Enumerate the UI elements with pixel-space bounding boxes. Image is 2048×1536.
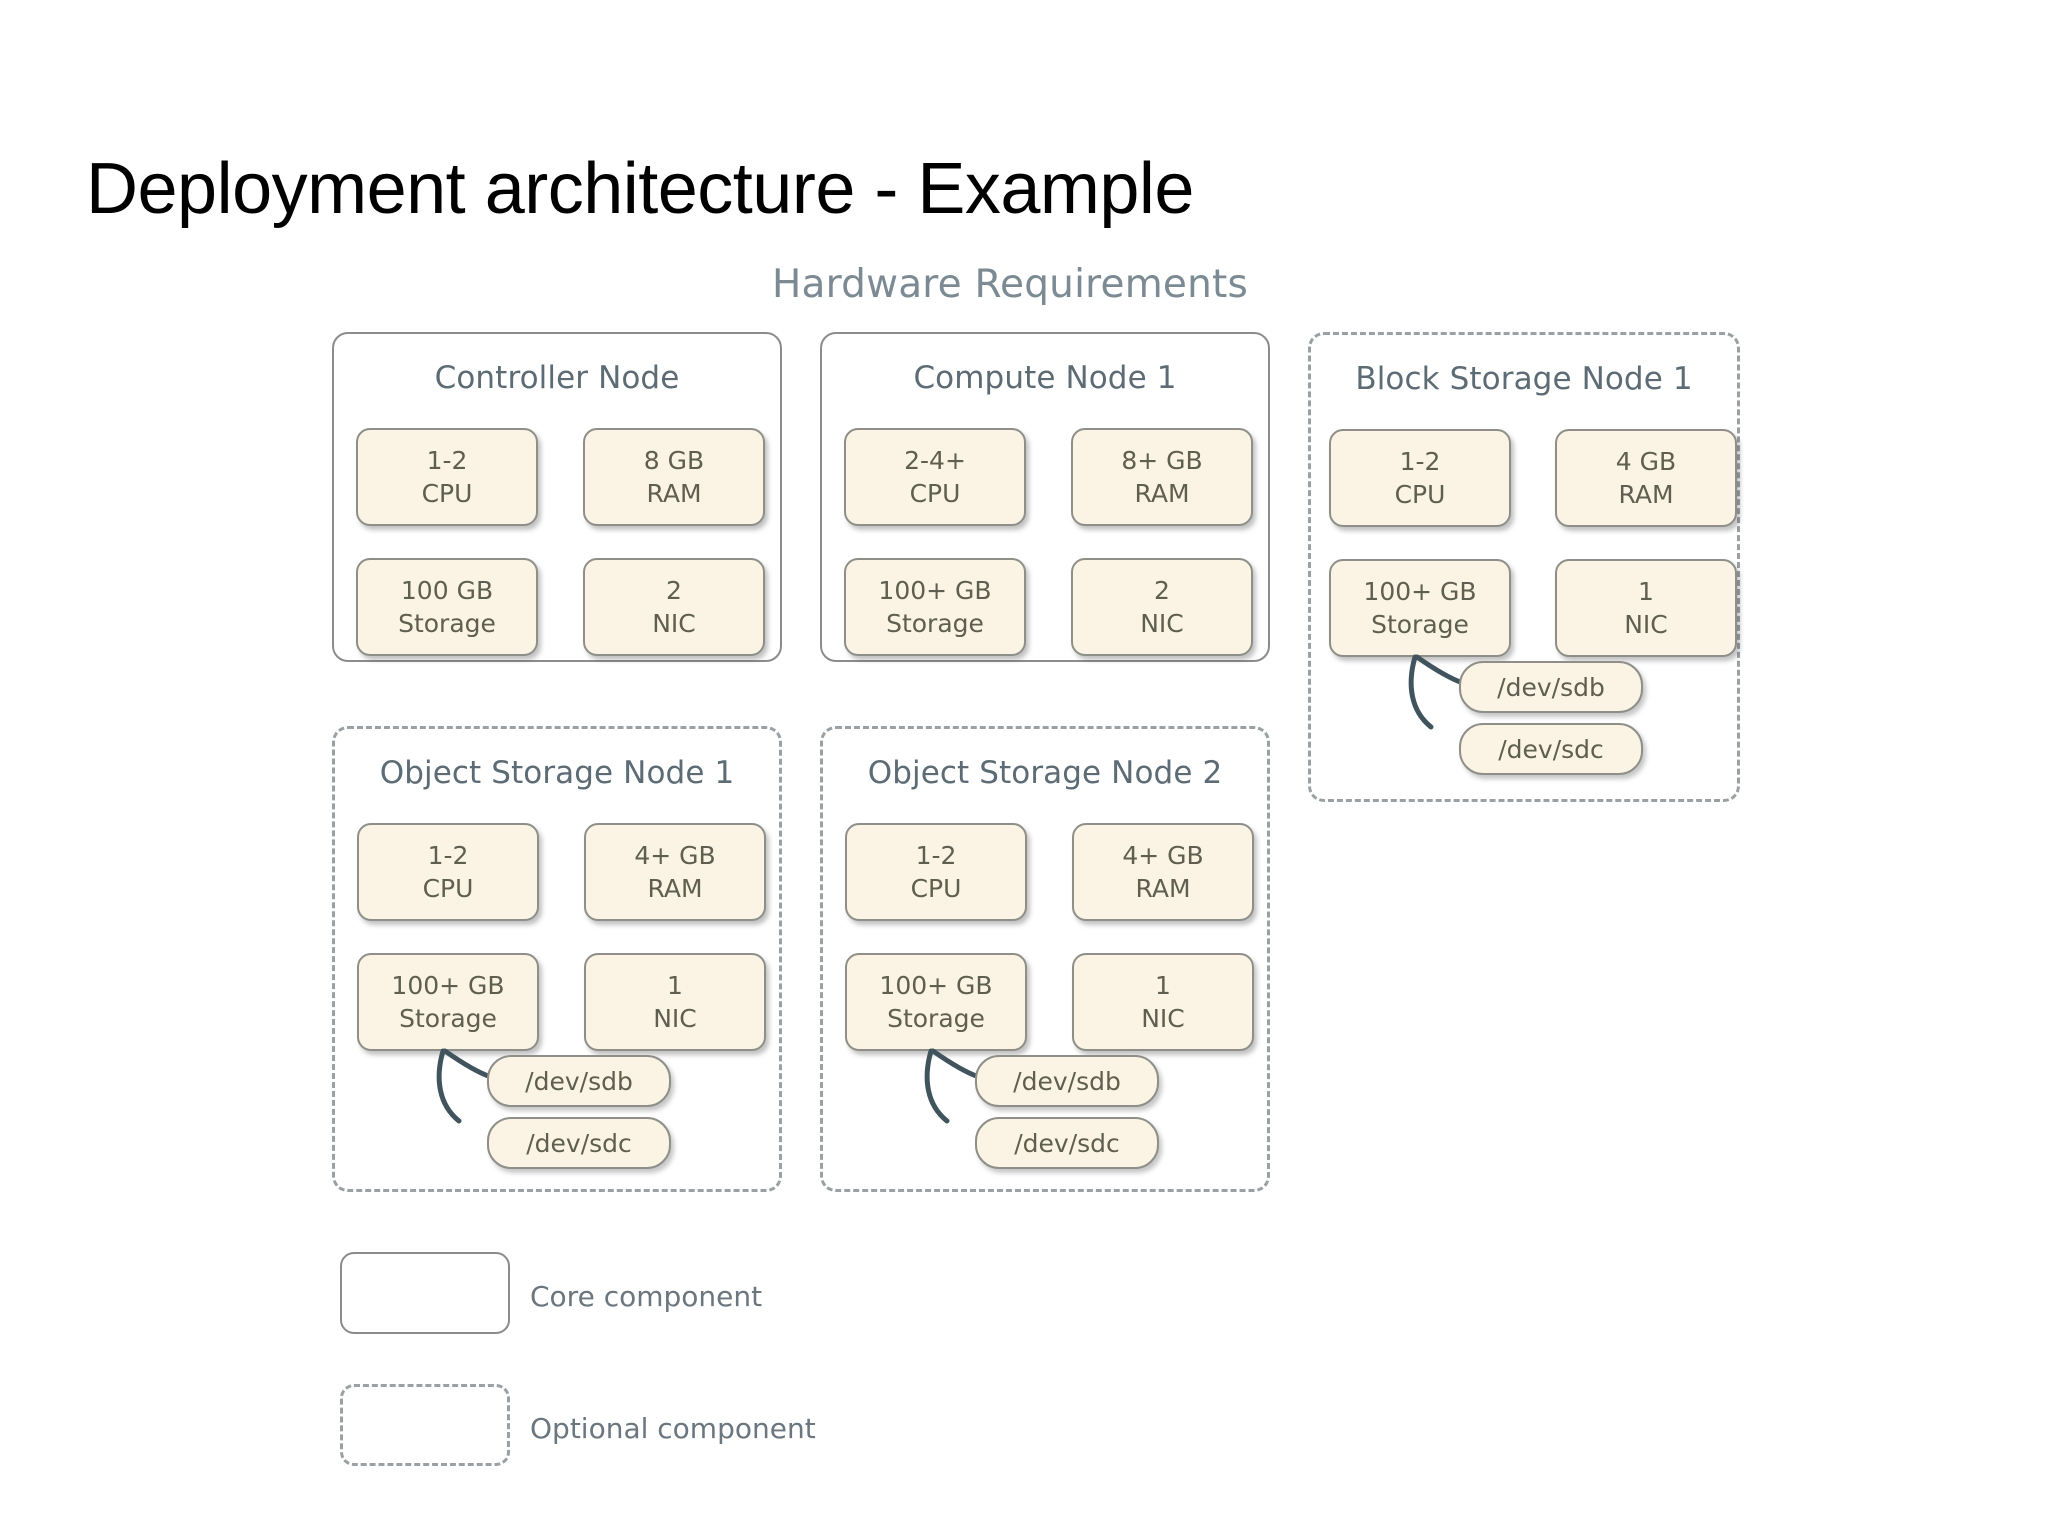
spec-chip-storage: 100 GB Storage	[356, 558, 538, 656]
page-title: Deployment architecture - Example	[86, 149, 1194, 229]
spec-chip-ram: 4+ GB RAM	[584, 823, 766, 921]
spec-label: CPU	[909, 479, 961, 508]
spec-value: 100 GB	[400, 576, 494, 605]
spec-label: Storage	[399, 1004, 497, 1033]
spec-value: 1-2	[426, 446, 468, 475]
node-object-storage-node-2[interactable]: Object Storage Node 2 1-2 CPU 4+ GB RAM …	[820, 726, 1270, 1192]
spec-value: 1-2	[427, 841, 469, 870]
spec-chip-storage: 100+ GB Storage	[357, 953, 539, 1051]
node-title-controller-node: Controller Node	[434, 360, 680, 396]
spec-label: CPU	[910, 874, 962, 903]
spec-chip-nic: 1 NIC	[1555, 559, 1737, 657]
legend-label-optional: Optional component	[530, 1412, 816, 1445]
device-pill-label: /dev/sdc	[526, 1128, 632, 1158]
node-title-object-storage-node-2: Object Storage Node 2	[867, 755, 1223, 791]
spec-chip-ram: 8 GB RAM	[583, 428, 765, 526]
spec-label: NIC	[1141, 1004, 1185, 1033]
node-title-object-storage-node-1: Object Storage Node 1	[379, 755, 735, 791]
spec-label: Storage	[1371, 610, 1469, 639]
spec-chip-ram: 8+ GB RAM	[1071, 428, 1253, 526]
spec-value: 1	[667, 971, 683, 1000]
spec-label: Storage	[887, 1004, 985, 1033]
spec-chip-ram: 4 GB RAM	[1555, 429, 1737, 527]
node-block-storage-node-1[interactable]: Block Storage Node 1 1-2 CPU 4 GB RAM 10…	[1308, 332, 1740, 802]
spec-chip-nic: 1 NIC	[1072, 953, 1254, 1051]
spec-label: CPU	[1394, 480, 1446, 509]
spec-label: Storage	[886, 609, 984, 638]
node-title-compute-node-1: Compute Node 1	[913, 360, 1177, 396]
spec-value: 4+ GB	[634, 841, 716, 870]
node-object-storage-node-1[interactable]: Object Storage Node 1 1-2 CPU 4+ GB RAM …	[332, 726, 782, 1192]
spec-label: RAM	[1135, 874, 1191, 903]
spec-label: RAM	[1618, 480, 1674, 509]
spec-chip-storage: 100+ GB Storage	[1329, 559, 1511, 657]
spec-value: 8 GB	[643, 446, 705, 475]
diagram-subtitle: Hardware Requirements	[0, 262, 2048, 307]
device-pill-label: /dev/sdb	[1013, 1066, 1121, 1096]
spec-chip-storage: 100+ GB Storage	[845, 953, 1027, 1051]
spec-value: 100+ GB	[391, 971, 505, 1000]
device-pill-sdb: /dev/sdb	[487, 1055, 671, 1107]
spec-value: 2	[1154, 576, 1170, 605]
spec-label: RAM	[1134, 479, 1190, 508]
spec-label: Storage	[398, 609, 496, 638]
spec-chip-cpu: 1-2 CPU	[845, 823, 1027, 921]
node-controller-node[interactable]: Controller Node 1-2 CPU 8 GB RAM 100 GB …	[332, 332, 782, 662]
spec-value: 100+ GB	[879, 971, 993, 1000]
spec-value: 1	[1638, 577, 1654, 606]
spec-label: NIC	[1624, 610, 1668, 639]
spec-label: NIC	[652, 609, 696, 638]
device-pill-sdb: /dev/sdb	[975, 1055, 1159, 1107]
device-pill-label: /dev/sdc	[1498, 734, 1604, 764]
device-pill-sdc: /dev/sdc	[975, 1117, 1159, 1169]
device-pill-sdb: /dev/sdb	[1459, 661, 1643, 713]
spec-chip-cpu: 1-2 CPU	[1329, 429, 1511, 527]
legend-swatch-core	[340, 1252, 510, 1334]
spec-chip-nic: 2 NIC	[583, 558, 765, 656]
spec-value: 4+ GB	[1122, 841, 1204, 870]
diagram-subtitle-text: Hardware Requirements	[771, 262, 1249, 307]
spec-label: NIC	[653, 1004, 697, 1033]
spec-value: 100+ GB	[1363, 577, 1477, 606]
spec-label: RAM	[647, 874, 703, 903]
spec-value: 1-2	[1399, 447, 1441, 476]
device-pill-sdc: /dev/sdc	[1459, 723, 1643, 775]
spec-value: 8+ GB	[1121, 446, 1203, 475]
device-pill-sdc: /dev/sdc	[487, 1117, 671, 1169]
spec-chip-nic: 2 NIC	[1071, 558, 1253, 656]
spec-value: 1	[1155, 971, 1171, 1000]
node-title-block-storage-node-1: Block Storage Node 1	[1355, 361, 1693, 397]
spec-chip-cpu: 1-2 CPU	[356, 428, 538, 526]
legend-swatch-optional	[340, 1384, 510, 1466]
spec-chip-cpu: 2-4+ CPU	[844, 428, 1026, 526]
spec-label: RAM	[646, 479, 702, 508]
spec-chip-cpu: 1-2 CPU	[357, 823, 539, 921]
legend-label-core: Core component	[530, 1280, 763, 1313]
device-pill-label: /dev/sdc	[1014, 1128, 1120, 1158]
spec-chip-ram: 4+ GB RAM	[1072, 823, 1254, 921]
spec-label: CPU	[422, 874, 474, 903]
spec-value: 2	[666, 576, 682, 605]
spec-value: 100+ GB	[878, 576, 992, 605]
spec-chip-storage: 100+ GB Storage	[844, 558, 1026, 656]
spec-value: 2-4+	[904, 446, 966, 475]
device-pill-label: /dev/sdb	[1497, 672, 1605, 702]
node-compute-node-1[interactable]: Compute Node 1 2-4+ CPU 8+ GB RAM 100+ G…	[820, 332, 1270, 662]
spec-chip-nic: 1 NIC	[584, 953, 766, 1051]
spec-value: 1-2	[915, 841, 957, 870]
spec-label: NIC	[1140, 609, 1184, 638]
device-pill-label: /dev/sdb	[525, 1066, 633, 1096]
spec-value: 4 GB	[1615, 447, 1677, 476]
spec-label: CPU	[421, 479, 473, 508]
